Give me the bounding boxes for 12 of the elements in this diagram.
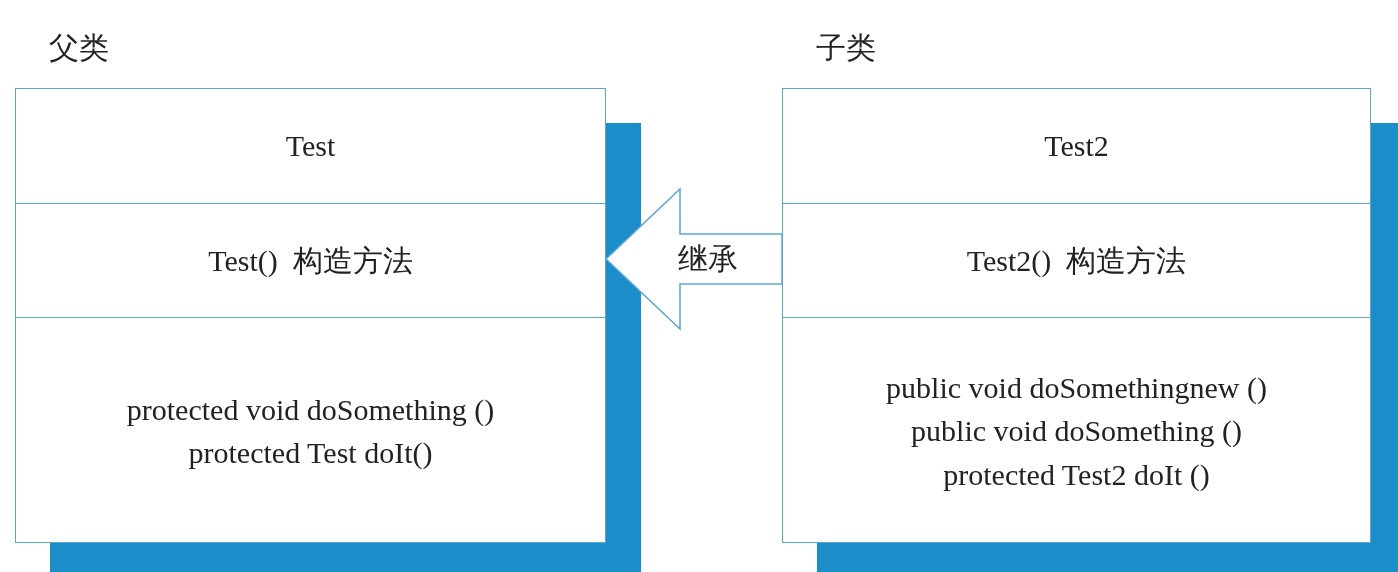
- method-signature: public void doSomethingnew (): [886, 369, 1267, 406]
- edge-label: 继承: [678, 244, 738, 274]
- method-signature: protected Test2 doIt (): [943, 456, 1210, 493]
- method-signature: public void doSomething (): [911, 413, 1242, 450]
- class-heading: 子类: [816, 33, 876, 63]
- class-text: Test2: [1044, 128, 1109, 165]
- class-text: Test() 构造方法: [208, 242, 413, 279]
- class-text: Test2() 构造方法: [966, 242, 1187, 279]
- class-heading: 父类: [49, 33, 109, 63]
- method-signature: protected void doSomething (): [126, 391, 495, 428]
- class-text: Test: [285, 128, 336, 165]
- method-signature: protected Test doIt(): [188, 435, 433, 471]
